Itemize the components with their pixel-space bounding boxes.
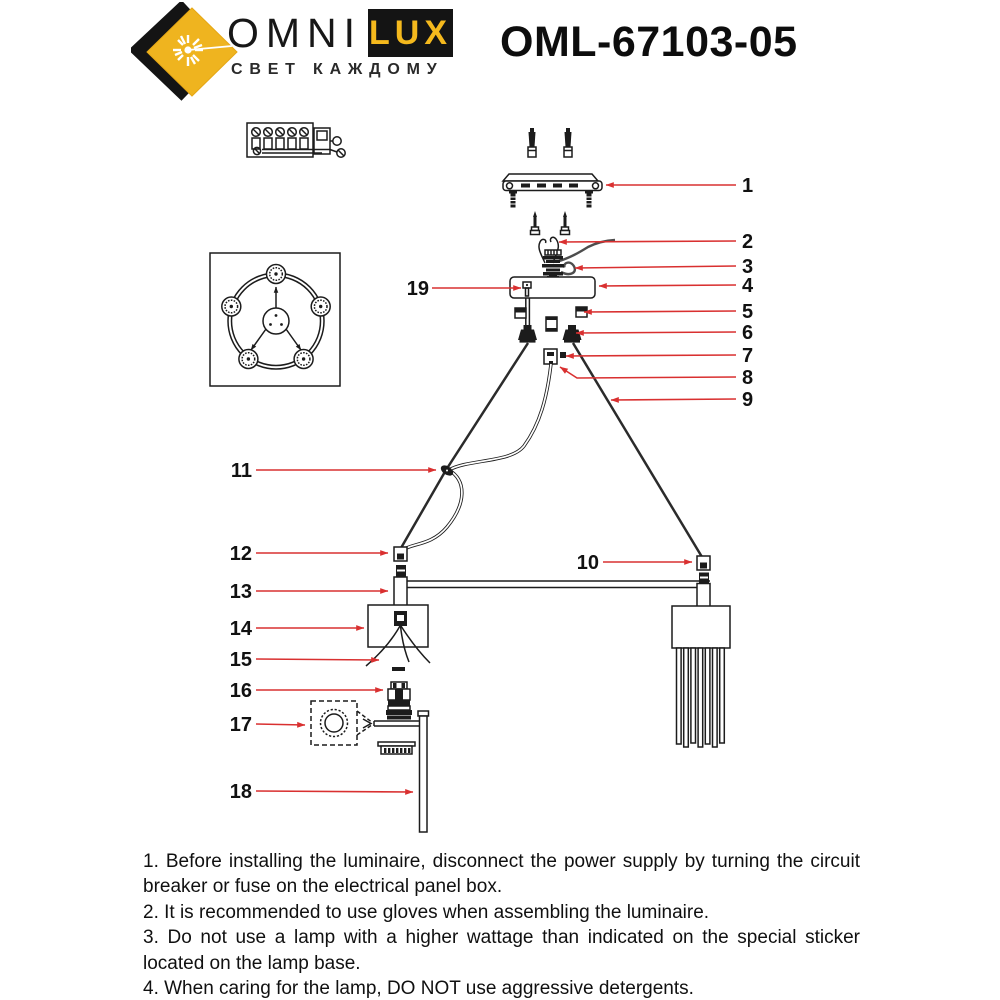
leader-lines [255,182,737,795]
part-label-16: 16 [230,680,252,702]
terminal-block-detail [246,122,346,158]
part-label-1: 1 [742,175,753,197]
decorative-comb [377,741,416,755]
cord-knot [440,465,454,476]
part-label-14: 14 [230,618,253,640]
part-label-13: 13 [230,581,252,603]
part-label-19: 19 [407,278,429,300]
part-label-2: 2 [742,231,753,253]
part-label-17: 17 [230,714,252,736]
mounting-screw [559,211,571,236]
part-label-10: 10 [577,552,599,574]
part-label-15: 15 [230,649,252,671]
bracket-bolt [509,190,517,208]
omnilux-logo-icon [131,2,238,101]
vertical-rod [417,710,430,833]
shade-left [367,604,429,648]
cord-connector-left [393,546,408,577]
shade-wires [365,625,431,671]
part-label-6: 6 [742,322,753,344]
instruction-line-3: 3. Do not use a lamp with a higher watta… [143,927,860,974]
part-label-3: 3 [742,256,753,278]
mounting-bracket-assembly [501,128,603,236]
square-nut [514,307,527,319]
bar-sleeve-right [696,582,711,609]
model-number: OML-67103-05 [500,18,798,66]
canopy-screw [522,281,532,297]
instruction-line-4: 4. When caring for the lamp, DO NOT use … [143,978,694,1000]
suspension-cable-left [399,342,530,549]
bracket-bolt [585,190,593,208]
part-label-5: 5 [742,301,753,323]
part-label-4: 4 [742,275,754,297]
brand-lux-badge: LUX [368,9,453,57]
part-label-9: 9 [742,389,753,411]
cord-connector-right [696,555,711,584]
cone-fastener [562,325,582,343]
lamp-socket [386,681,412,720]
mounting-screw [529,211,541,236]
mounting-bracket [501,173,603,192]
wire-connector [543,348,566,365]
part-label-7: 7 [742,345,753,367]
shade-right [671,605,731,748]
chandelier-top-view [209,252,341,387]
wall-anchor [563,128,573,158]
lamp-position [221,263,331,370]
instruction-line-1: 1. Before installing the luminaire, disc… [143,851,860,898]
wall-anchor [527,128,537,158]
bar-sleeve-left [393,576,408,608]
part-labels: 1 2 3 4 5 6 7 8 9 10 11 12 13 14 15 16 1… [230,175,754,803]
part-label-18: 18 [230,781,252,803]
part-label-11: 11 [231,460,252,482]
safety-instructions: 1. Before installing the luminaire, disc… [143,849,860,1000]
threaded-sleeve [545,316,558,332]
brand-tagline: СВЕТ КАЖДОМУ [231,61,444,78]
suspension-cable-right [571,342,704,558]
mounting-ring [310,700,373,746]
part-label-8: 8 [742,367,753,389]
power-cord [401,363,553,552]
cone-fastener [518,325,537,343]
part-label-12: 12 [230,543,252,565]
horizontal-rod [373,720,420,727]
power-cord-top [555,238,616,264]
cord-loop [560,261,577,276]
instruction-line-2: 2. It is recommended to use gloves when … [143,901,710,923]
starburst [173,35,233,66]
brand-omni: OMNI [227,10,363,56]
